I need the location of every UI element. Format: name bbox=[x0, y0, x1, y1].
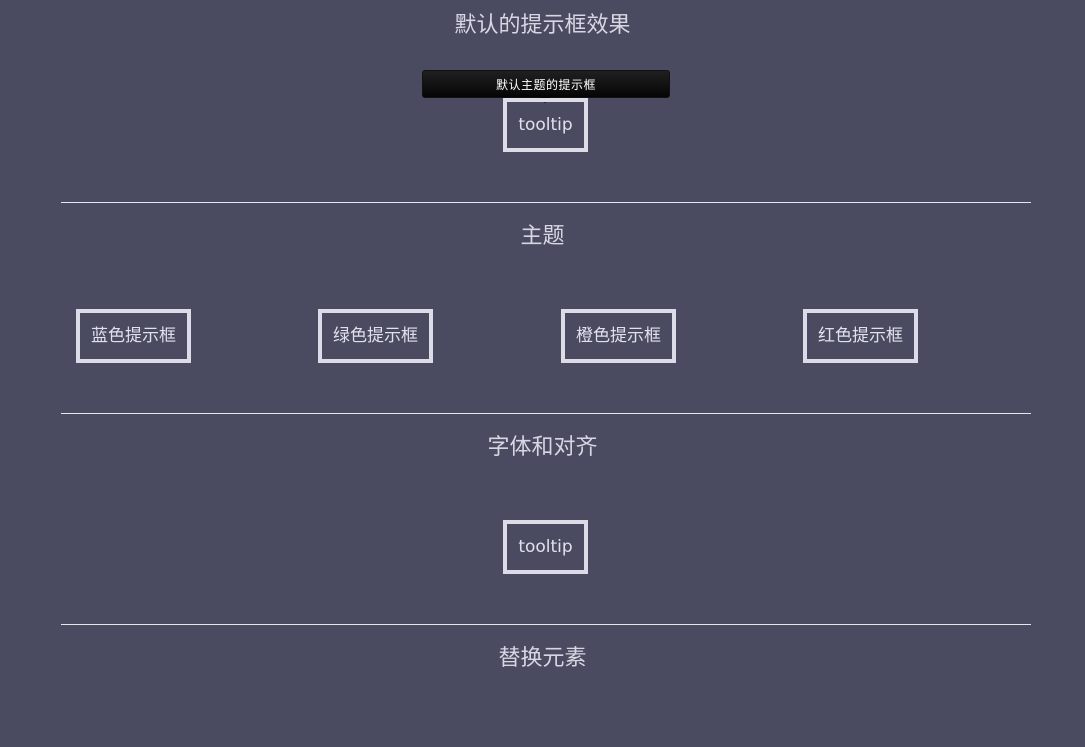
green-tooltip-button-label: 绿色提示框 bbox=[333, 325, 418, 346]
divider-1 bbox=[61, 202, 1031, 203]
orange-tooltip-button[interactable]: 橙色提示框 bbox=[561, 309, 676, 363]
font-tooltip-button[interactable]: tooltip bbox=[503, 520, 588, 574]
section-title-fonts: 字体和对齐 bbox=[487, 435, 598, 460]
red-tooltip-button[interactable]: 红色提示框 bbox=[803, 309, 918, 363]
section-title-replace: 替换元素 bbox=[498, 646, 587, 671]
default-tooltip-button-label: tooltip bbox=[518, 114, 573, 135]
default-tooltip: 默认主题的提示框 bbox=[422, 70, 670, 98]
section-title-default: 默认的提示框效果 bbox=[454, 13, 631, 38]
section-title-themes: 主题 bbox=[520, 224, 565, 249]
default-tooltip-text: 默认主题的提示框 bbox=[495, 77, 596, 92]
blue-tooltip-button[interactable]: 蓝色提示框 bbox=[76, 309, 191, 363]
divider-2 bbox=[61, 413, 1031, 414]
font-tooltip-button-label: tooltip bbox=[518, 536, 573, 557]
red-tooltip-button-label: 红色提示框 bbox=[818, 325, 903, 346]
blue-tooltip-button-label: 蓝色提示框 bbox=[91, 325, 176, 346]
default-tooltip-button[interactable]: tooltip bbox=[503, 98, 588, 152]
green-tooltip-button[interactable]: 绿色提示框 bbox=[318, 309, 433, 363]
divider-3 bbox=[61, 624, 1031, 625]
orange-tooltip-button-label: 橙色提示框 bbox=[576, 325, 661, 346]
